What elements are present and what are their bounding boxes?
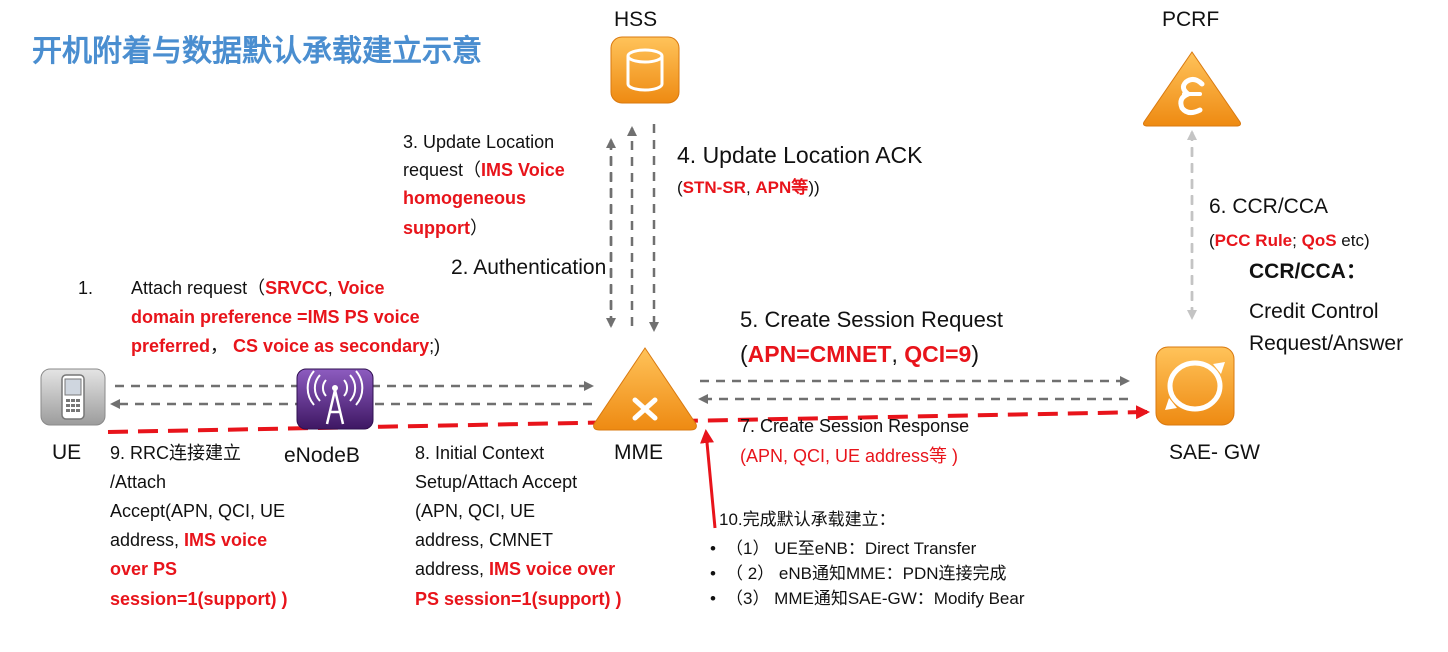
step3-text-f: ） [470,218,488,238]
step2-label: 2. Authentication [451,256,607,279]
step10-item: （ 2） eNB通知MME：PDN连接完成 [710,561,1025,586]
ccr-cca-line2: Request/Answer [1249,332,1404,355]
step1-text-g: ， [210,336,234,356]
step1-text-f: preferred [131,336,211,356]
step4-text-e: )) [808,178,820,197]
step8-line4: address, CMNET [415,530,554,550]
step8-text-l5a: address, [415,559,490,579]
step1-line1: Attach request（SRVCC, Voice [131,276,384,301]
step7-title: 7. Create Session Response [740,416,970,436]
step5-text-a: ( [740,341,748,367]
step3-text-e: support [403,218,470,238]
step8-line6: PS session=1(support) ) [415,589,622,609]
step4-title: 4. Update Location ACK [677,142,923,168]
step8-line1: 8. Initial Context [415,443,545,463]
step6-text-d: QoS [1301,231,1337,250]
step3-text-c: IMS Voice [481,160,565,180]
step1-text-i: ;) [429,336,441,356]
step9-line3: Accept(APN, QCI, UE [110,501,286,521]
step6-text-e: etc) [1336,231,1370,250]
step8-line2: Setup/Attach Accept [415,472,578,492]
ccr-cca-title: CCR/CCA： [1249,260,1367,283]
node-label-ue: UE [52,441,82,464]
step10-item: （1） UE至eNB：Direct Transfer [710,536,1025,561]
database-icon [610,36,680,109]
node-label-hss: HSS [614,8,658,31]
step9-line5: over PS [110,559,178,579]
step9-line6: session=1(support) ) [110,589,288,609]
policy-icon [1140,50,1244,133]
step6-title: 6. CCR/CCA [1209,195,1329,218]
step5-text-b: APN=CMNET [747,341,892,367]
step5-text-e: ) [971,341,980,367]
step1-text-h: CS voice as secondary [233,336,430,356]
step6-text-a: ( [1209,231,1215,250]
step5-text-c: , [891,341,905,367]
step3-line4: support） [403,216,488,241]
step4-text-d: APN等 [755,178,809,197]
step5-title: 5. Create Session Request [740,307,1003,332]
step1-number: 1. [78,278,94,298]
node-label-mme: MME [614,441,663,464]
node-label-saegw: SAE- GW [1169,441,1261,464]
step6-text-b: PCC Rule [1214,231,1293,250]
step6-text-c: ; [1292,231,1302,250]
step9-text-l4a: address, [110,530,185,550]
node-label-enodeb: eNodeB [284,444,360,467]
antenna-tower-icon [296,368,374,435]
mme-router-icon [590,346,700,437]
step6-detail: (PCC Rule; QoS etc) [1209,228,1370,253]
step8-line5: address, IMS voice over [415,557,615,582]
step3-line3: homogeneous [403,188,527,208]
gateway-icon [1155,346,1235,431]
step1-text-c: , [327,278,338,298]
step10-title: 10.完成默认承载建立： [719,510,896,529]
step9-line2: /Attach [110,472,167,492]
step9-text-l4b: IMS voice [184,530,268,550]
node-label-pcrf: PCRF [1162,8,1220,31]
step8-text-l5b: IMS voice over [489,559,616,579]
step3-text-b: request（ [403,160,482,180]
step1-text-a: Attach request（ [131,278,266,298]
step1-line3: preferred， CS voice as secondary;) [131,334,440,359]
arrow-step10 [700,429,717,529]
step4-text-c: , [745,178,756,197]
step1-line2: domain preference =IMS PS voice [131,307,420,327]
step10-item: （3） MME通知SAE-GW：Modify Bear [710,586,1025,611]
step8-line3: (APN, QCI, UE [415,501,536,521]
step1-text-b: SRVCC [265,278,328,298]
step5-text-d: QCI=9 [904,341,972,367]
step4-text-a: ( [677,178,683,197]
step9-line1: 9. RRC连接建立 [110,443,242,463]
step5-detail: (APN=CMNET, QCI=9) [740,339,979,370]
step10-list: （1） UE至eNB：Direct Transfer （ 2） eNB通知MME… [710,536,1025,611]
page-title: 开机附着与数据默认承载建立示意 [32,35,482,68]
step4-text-b: STN-SR [682,178,746,197]
step3-line2: request（IMS Voice [403,158,565,183]
step9-line4: address, IMS voice [110,528,267,553]
step3-line1: 3. Update Location [403,132,555,152]
step7-detail: (APN, QCI, UE address等 ) [740,446,959,466]
mobile-phone-icon [40,368,106,431]
step1-text-d: Voice [337,278,385,298]
step4-detail: (STN-SR, APN等)) [677,175,820,200]
ccr-cca-line1: Credit Control [1249,300,1379,323]
